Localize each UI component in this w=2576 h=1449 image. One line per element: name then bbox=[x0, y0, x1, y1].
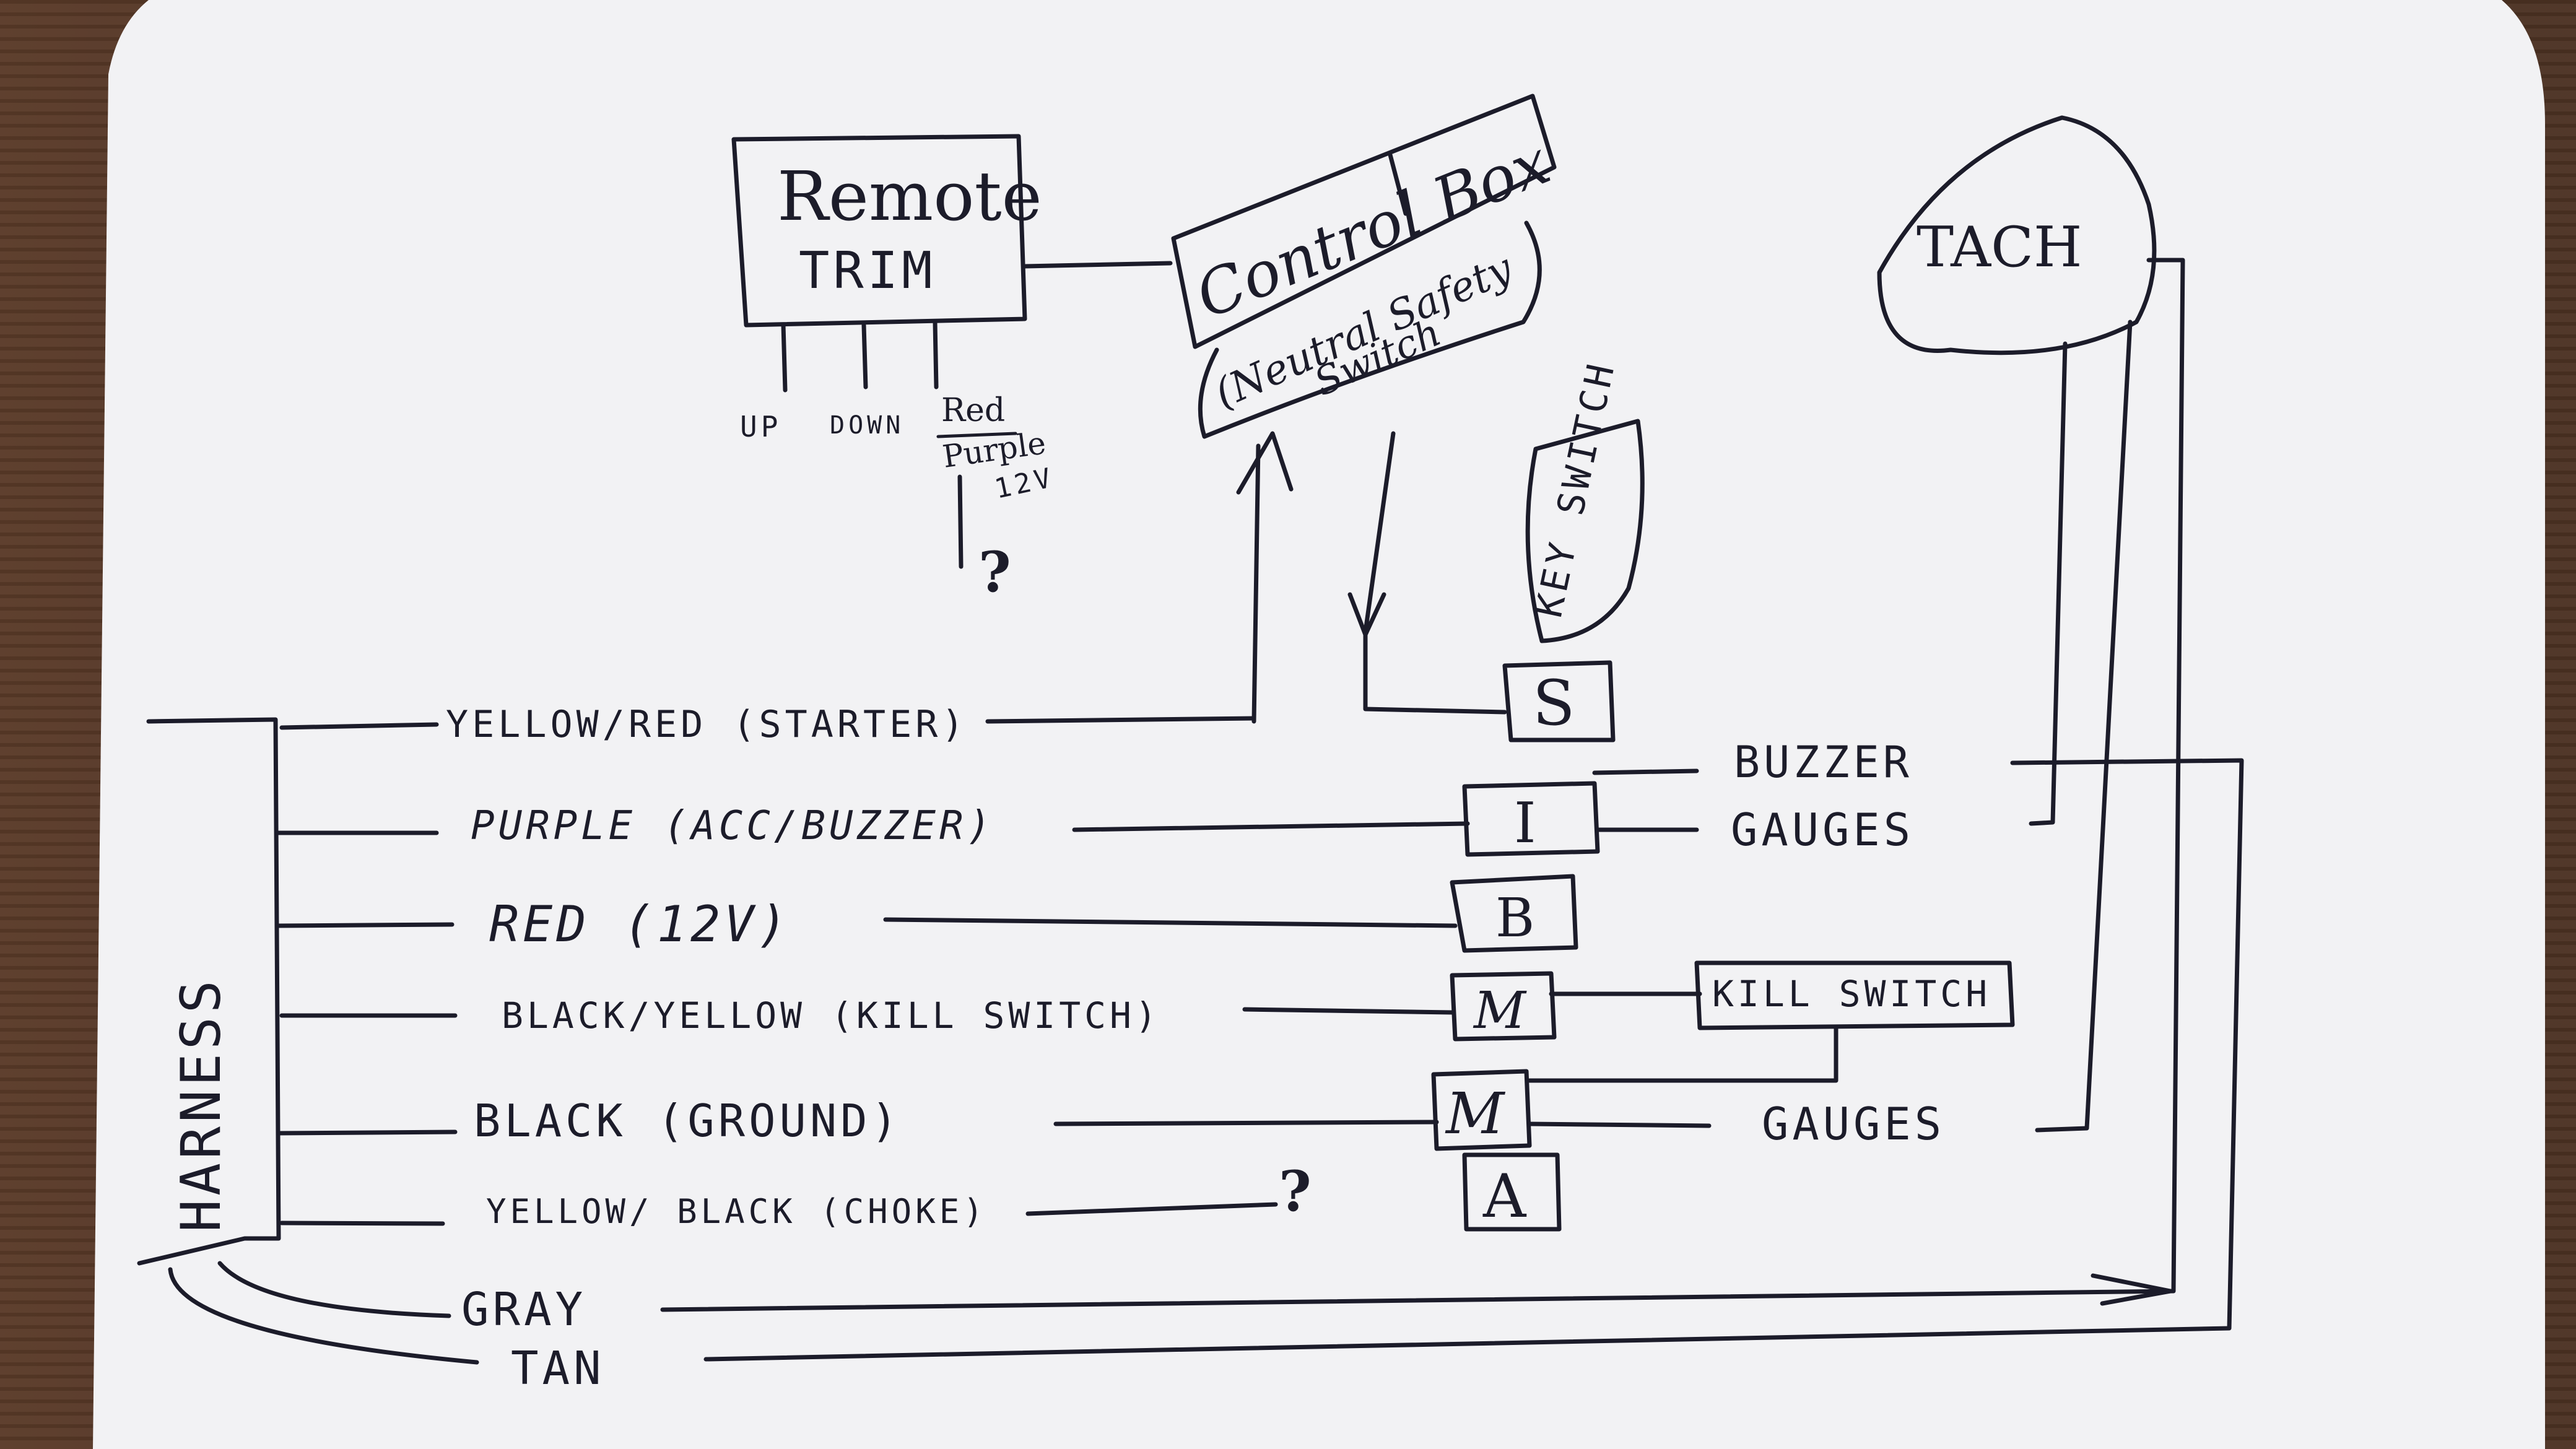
tach-circle bbox=[1877, 115, 2157, 355]
trim-wire-down bbox=[861, 323, 868, 389]
wire-run-yellow-black bbox=[1025, 1202, 1278, 1216]
remote-trim-label-line1: Remote bbox=[777, 157, 1042, 236]
wire-run-buzzer-tan bbox=[703, 758, 2244, 1362]
output-gauges-bottom-label: GAUGES bbox=[1762, 1098, 1945, 1150]
trim-to-control-link bbox=[1022, 261, 1173, 269]
wire-label-black: BLACK (GROUND) bbox=[474, 1095, 902, 1147]
wire-label-gray: GRAY bbox=[461, 1283, 586, 1336]
key-switch-shape bbox=[1525, 419, 1645, 643]
kill-switch-box bbox=[1694, 960, 2015, 1030]
kill-switch-label: KILL SWITCH bbox=[1712, 973, 1991, 1015]
trim-wire-red bbox=[933, 320, 939, 389]
choke-unknown-mark: ? bbox=[1279, 1159, 1312, 1224]
tach-label: TACH bbox=[1917, 215, 2082, 280]
wire-run-black-yellow bbox=[1242, 1007, 1455, 1015]
terminal-a-label: A bbox=[1482, 1162, 1527, 1231]
terminal-m-upper-label: M bbox=[1473, 981, 1527, 1040]
wire-label-tan: TAN bbox=[511, 1342, 605, 1395]
remote-trim-label-line2: TRIM bbox=[799, 242, 936, 300]
paper-sheet bbox=[93, 0, 2545, 1449]
wire-run-starter bbox=[985, 716, 1256, 724]
wire-run-purple bbox=[1072, 821, 1470, 832]
wire-run-tach-gauges-bottom bbox=[2035, 320, 2133, 1133]
output-buzzer-label: BUZZER bbox=[1734, 737, 1913, 788]
remote-trim-box bbox=[731, 134, 1027, 328]
trim-wire-purple-lead bbox=[957, 474, 964, 569]
wire-label-black-yellow: BLACK/YELLOW (KILL SWITCH) bbox=[502, 994, 1160, 1037]
wire-run-safety-to-s bbox=[1363, 629, 1507, 715]
wire-label-purple: PURPLE (ACC/BUZZER) bbox=[471, 803, 994, 849]
harness-bracket bbox=[137, 717, 281, 1266]
wire-run-black bbox=[1053, 1120, 1439, 1126]
terminal-a-box bbox=[1462, 1152, 1562, 1232]
terminal-i-box bbox=[1462, 781, 1600, 857]
terminal-b-label: B bbox=[1495, 887, 1534, 949]
wire-label-yellow-red: YELLOW/RED (STARTER) bbox=[446, 703, 967, 746]
trim-label-red: Red bbox=[941, 392, 1005, 429]
wire-label-yellow-black: YELLOW/ BLACK (CHOKE) bbox=[486, 1192, 987, 1231]
terminal-s-label: S bbox=[1533, 667, 1575, 739]
wire-label-red: RED (12V) bbox=[489, 895, 791, 953]
wire-run-red bbox=[883, 917, 1458, 928]
terminal-m-upper-box bbox=[1450, 971, 1557, 1042]
trim-unknown-mark: ? bbox=[978, 539, 1011, 605]
starter-arrow-up bbox=[1236, 431, 1294, 724]
harness-label: HARNESS bbox=[169, 977, 233, 1232]
output-gauges-top-label: GAUGES bbox=[1731, 804, 1914, 856]
trim-wire-up bbox=[781, 323, 788, 393]
trim-label-down: DOWN bbox=[830, 411, 904, 440]
trim-label-up: UP bbox=[740, 410, 781, 443]
terminal-m-lower-label: M bbox=[1445, 1081, 1506, 1147]
terminal-b-box bbox=[1450, 874, 1578, 953]
neutral-safety-bracket bbox=[1198, 220, 1542, 439]
wire-run-tach-gauges-top bbox=[2029, 341, 2068, 826]
terminal-s-box bbox=[1502, 660, 1616, 742]
control-box bbox=[1171, 94, 1557, 349]
wire-run-tach-gray bbox=[660, 258, 2185, 1312]
terminal-i-label: I bbox=[1514, 791, 1536, 856]
